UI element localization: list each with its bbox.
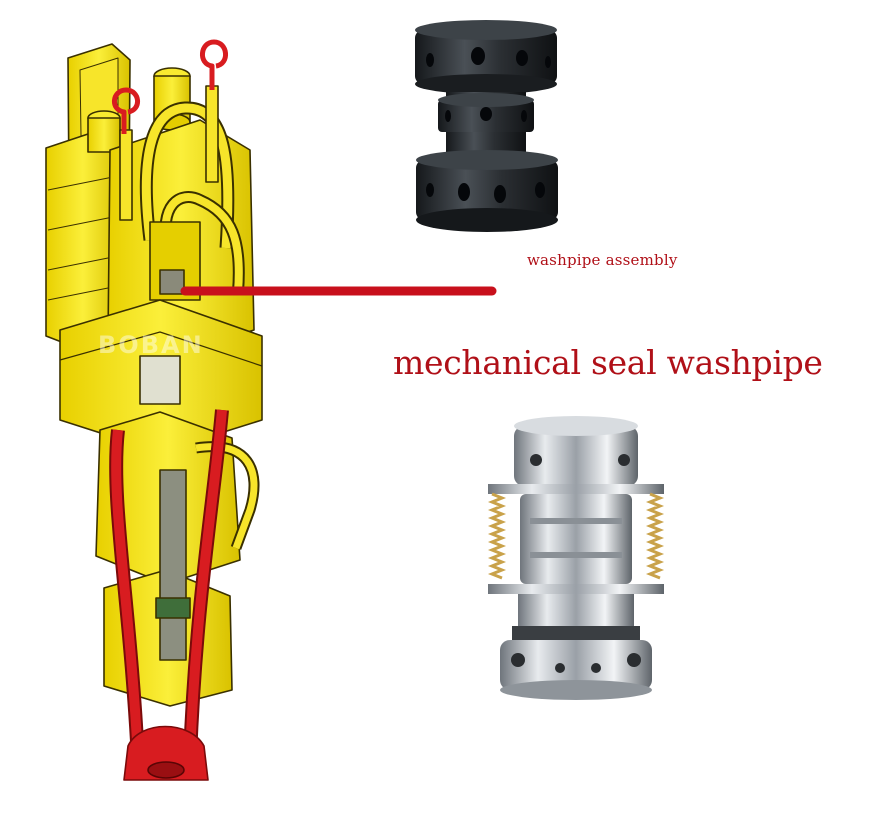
main-shaft [159, 469, 187, 661]
seal-spring-left [487, 492, 507, 580]
watermark-logo: BOBAN [98, 331, 204, 359]
washpipe-assembly-photo [415, 20, 558, 232]
lifting-eye-right [200, 39, 228, 90]
top-drive-illustration [45, 39, 263, 781]
seal-spring-right [645, 492, 665, 580]
elevator [123, 725, 209, 781]
mechanical-seal-washpipe-photo [487, 416, 665, 700]
washpipe-assembly-label: washpipe assembly [527, 251, 678, 269]
lifting-eye-left [112, 87, 140, 134]
mechanical-seal-washpipe-label: mechanical seal washpipe [393, 343, 823, 382]
